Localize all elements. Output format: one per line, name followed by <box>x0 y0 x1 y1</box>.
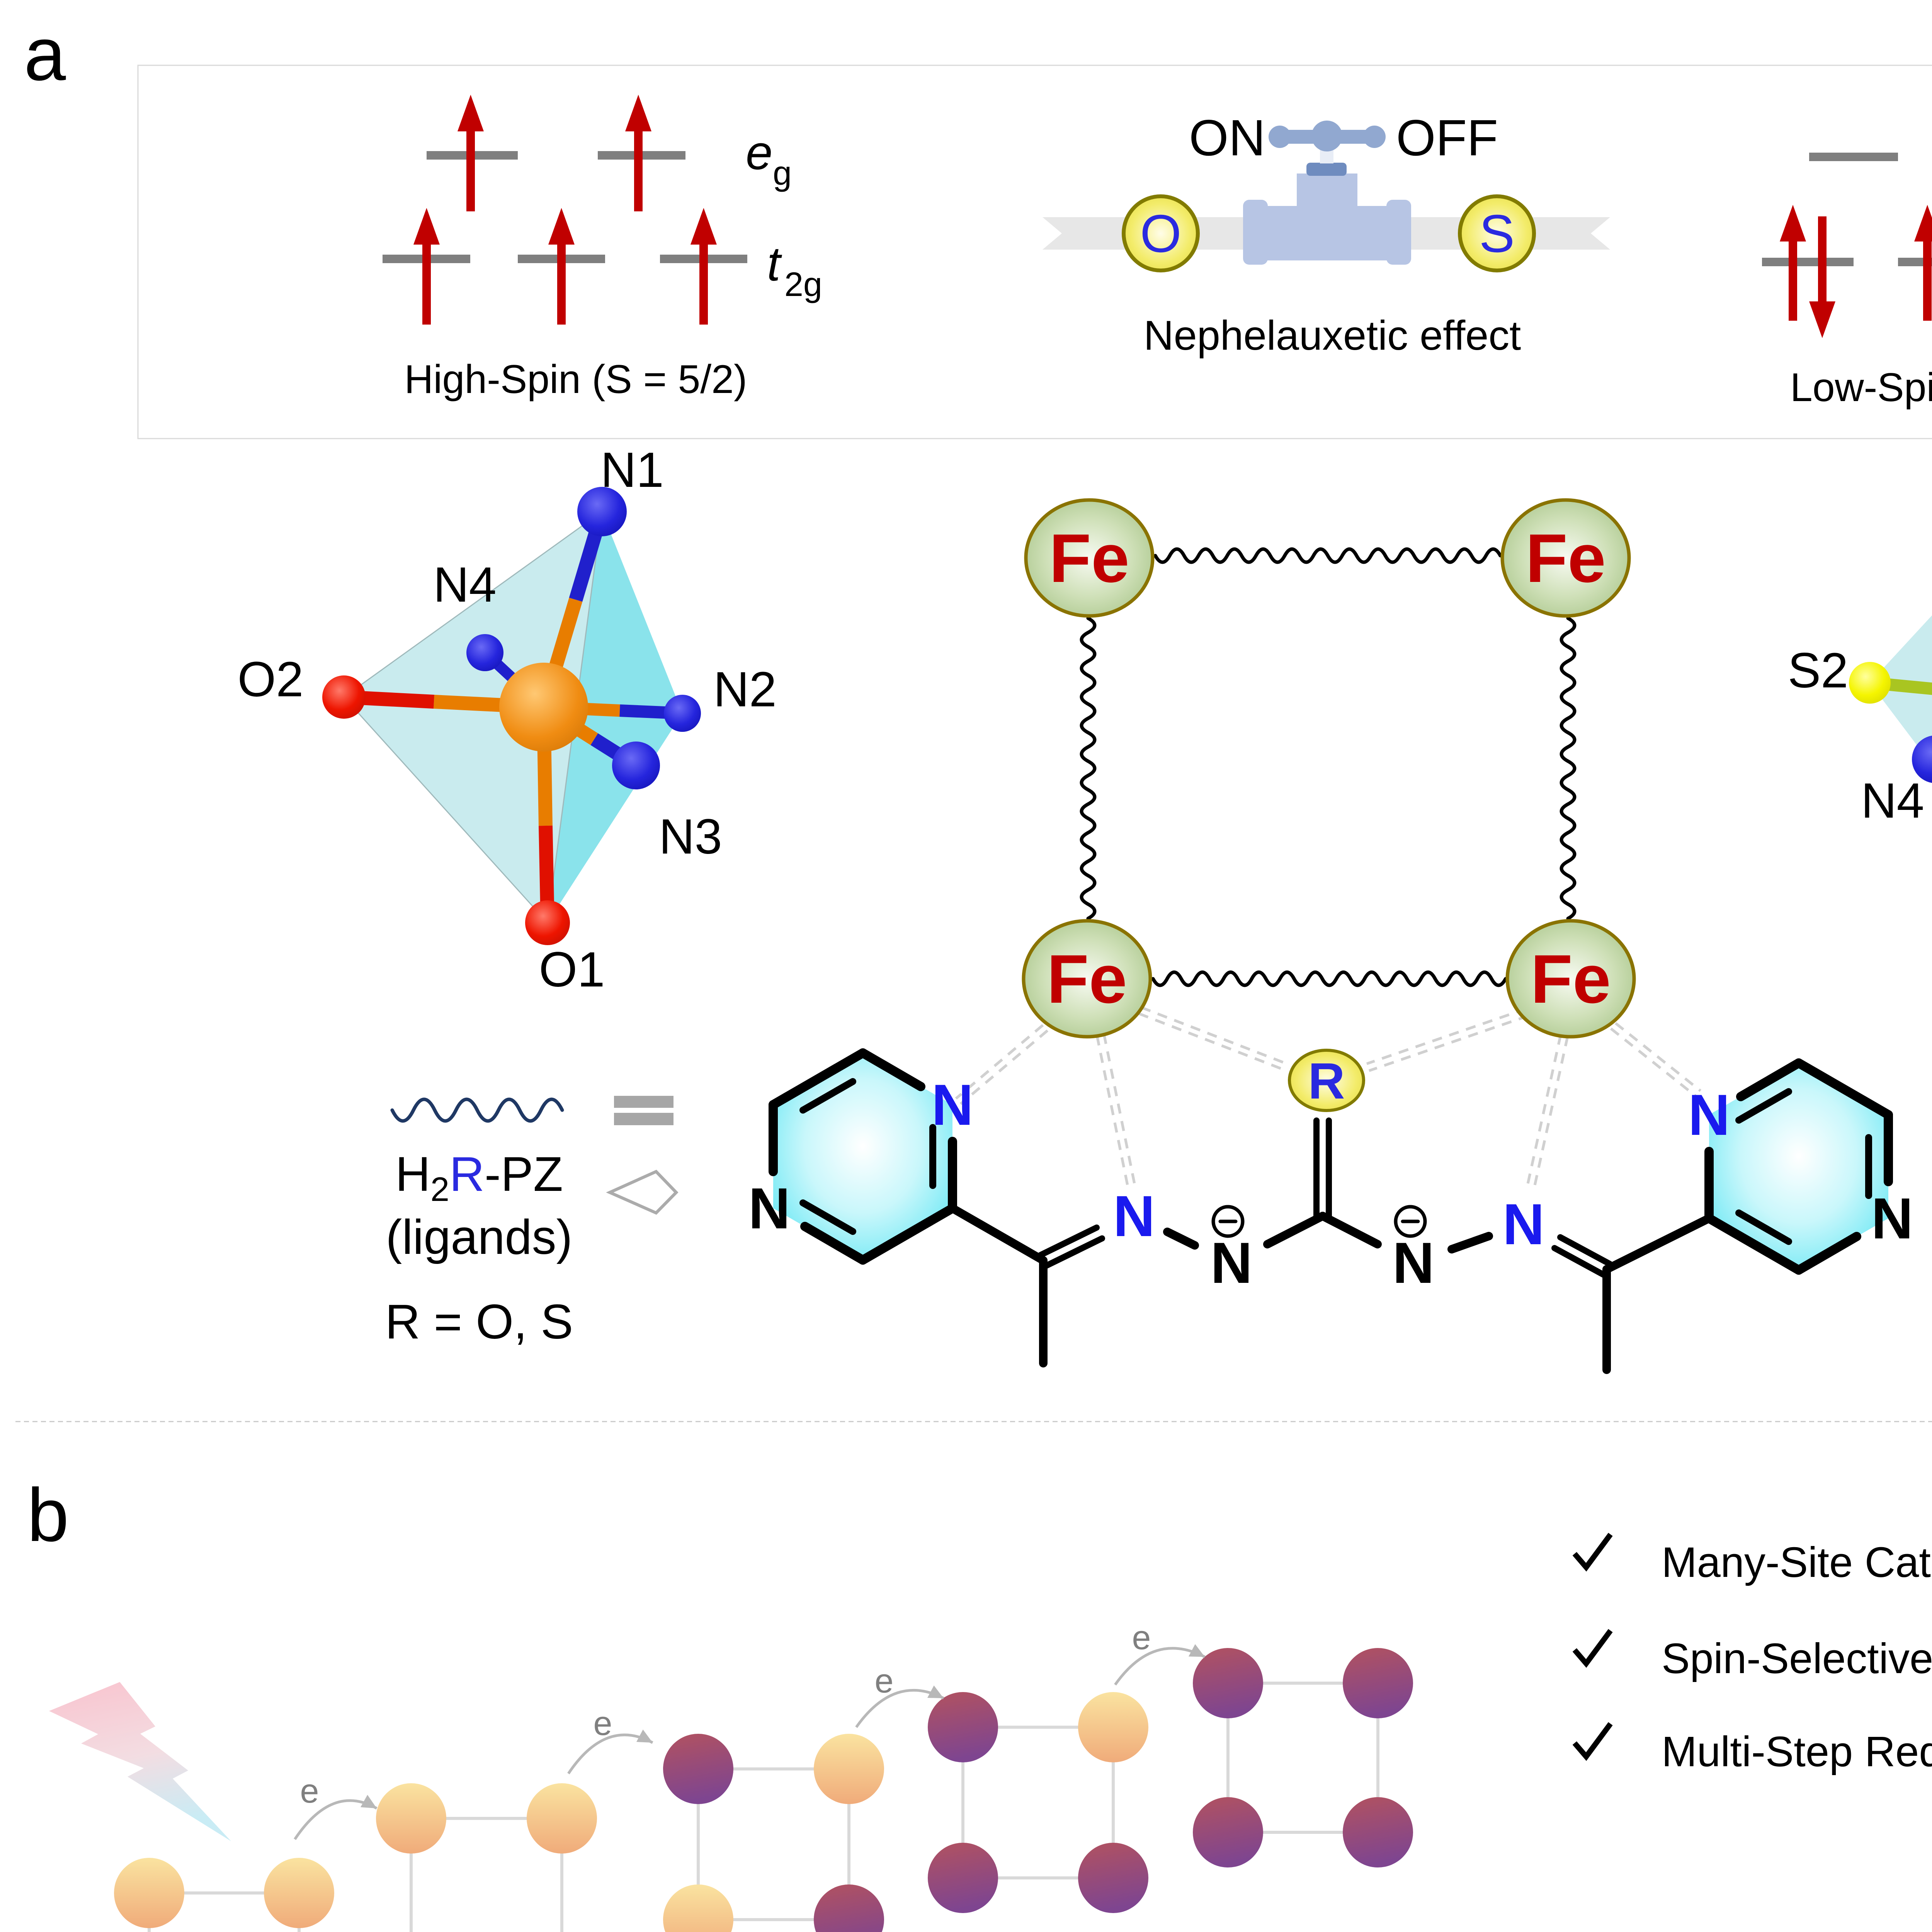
svg-text:N: N <box>1688 1082 1730 1147</box>
svg-text:e: e <box>1132 1618 1151 1656</box>
svg-text:O: O <box>1140 204 1181 264</box>
svg-text:Low-Spin (S = 1/2): Low-Spin (S = 1/2) <box>1790 365 1932 410</box>
svg-text:Nephelauxetic effect: Nephelauxetic effect <box>1144 312 1521 359</box>
svg-text:(ligands): (ligands) <box>386 1210 572 1264</box>
svg-text:OFF: OFF <box>1396 109 1498 166</box>
svg-text:g: g <box>773 154 792 192</box>
svg-text:e: e <box>300 1772 319 1810</box>
svg-text:N3: N3 <box>659 809 722 864</box>
svg-text:H2R-PZ: H2R-PZ <box>395 1147 563 1208</box>
svg-text:N: N <box>1871 1186 1913 1251</box>
svg-text:O1: O1 <box>539 942 605 997</box>
svg-text:e: e <box>875 1662 894 1700</box>
svg-text:S: S <box>1479 204 1515 264</box>
svg-text:R: R <box>1308 1053 1345 1109</box>
svg-text:b: b <box>27 1473 69 1557</box>
svg-text:N: N <box>1393 1230 1434 1295</box>
svg-text:N4: N4 <box>433 557 497 612</box>
svg-text:N: N <box>748 1176 790 1241</box>
svg-text:N4: N4 <box>1861 773 1924 828</box>
svg-text:N: N <box>1113 1184 1155 1248</box>
svg-text:Fe: Fe <box>1526 520 1606 597</box>
svg-text:N2: N2 <box>713 662 777 717</box>
svg-text:S2: S2 <box>1788 643 1849 698</box>
svg-text:ON: ON <box>1189 109 1265 166</box>
svg-text:N: N <box>1503 1192 1544 1257</box>
svg-text:O2: O2 <box>238 652 304 707</box>
svg-text:N: N <box>932 1072 973 1137</box>
svg-text:t: t <box>767 237 782 291</box>
svg-text:Many-Site Catalysis: Many-Site Catalysis <box>1662 1539 1932 1586</box>
svg-text:Spin-Selective Activity: Spin-Selective Activity <box>1662 1635 1932 1682</box>
svg-text:Fe: Fe <box>1531 940 1611 1017</box>
svg-text:Fe: Fe <box>1049 520 1129 597</box>
svg-text:e: e <box>746 126 773 180</box>
svg-text:a: a <box>24 12 66 96</box>
svg-text:N: N <box>1211 1230 1252 1295</box>
svg-text:e: e <box>594 1704 612 1742</box>
svg-text:2g: 2g <box>784 265 822 303</box>
svg-text:R = O, S: R = O, S <box>385 1294 573 1349</box>
svg-text:High-Spin (S = 5/2): High-Spin (S = 5/2) <box>404 357 747 402</box>
svg-text:Fe: Fe <box>1047 940 1127 1017</box>
svg-text:N1: N1 <box>600 442 664 498</box>
svg-text:Multi-Step Redox: Multi-Step Redox <box>1662 1728 1932 1776</box>
